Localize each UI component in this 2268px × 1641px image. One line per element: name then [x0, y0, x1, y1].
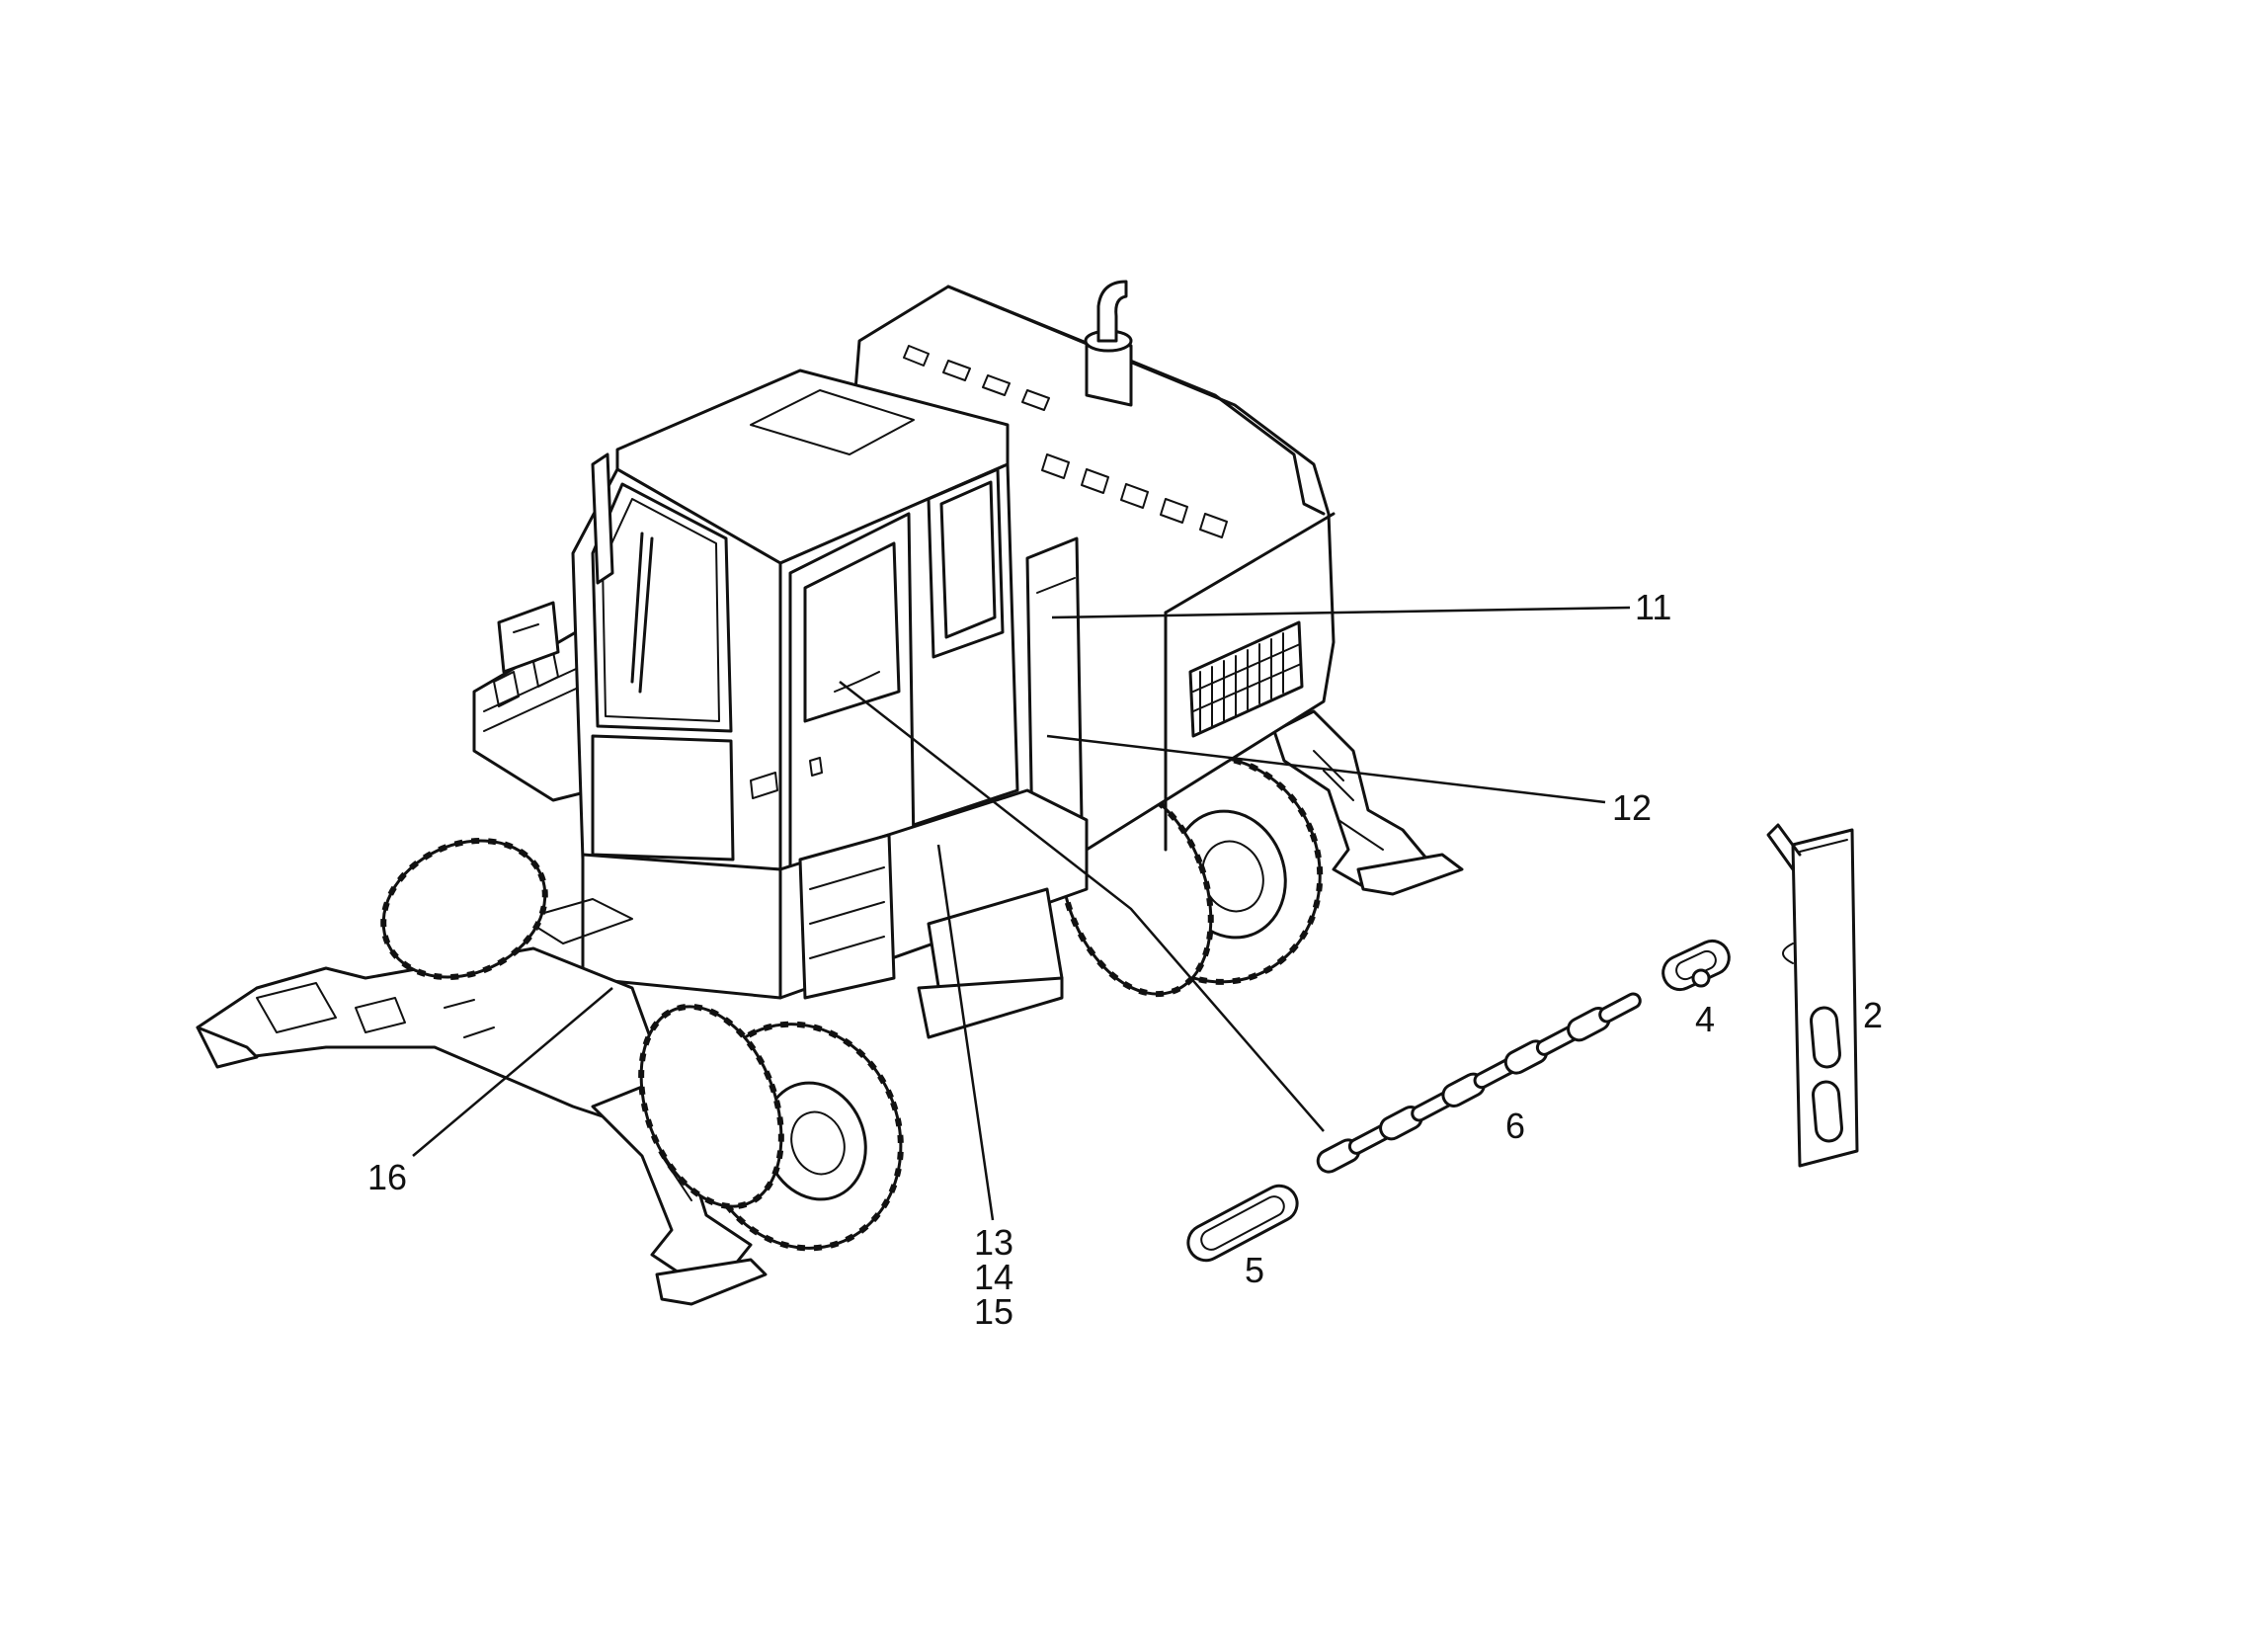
undercarriage-frame	[581, 788, 1089, 1039]
callout-16: 16	[367, 1157, 407, 1197]
callout-5: 5	[1245, 1250, 1264, 1290]
leader-11	[1051, 606, 1631, 619]
callout-11: 11	[1635, 587, 1671, 627]
part-5-hook-link	[1186, 1184, 1299, 1263]
leader-13	[936, 844, 995, 1221]
chain-link	[1598, 992, 1642, 1024]
callout-labels: 11 12 2 4 6 5 13 14 15 16	[367, 587, 1883, 1332]
part-6-chain	[1316, 992, 1642, 1174]
callout-2: 2	[1863, 995, 1883, 1035]
leader-16	[412, 987, 613, 1157]
callout-4: 4	[1695, 999, 1715, 1039]
part-2-lifting-bar	[1766, 823, 1859, 1168]
leader-12	[1046, 734, 1606, 804]
front-wheel-left	[380, 838, 548, 980]
front-outrigger	[591, 1085, 768, 1306]
callout-15: 15	[974, 1291, 1013, 1332]
leader-6	[839, 681, 1325, 1132]
callout-14: 14	[974, 1257, 1013, 1297]
operator-cab	[497, 369, 1019, 876]
leader-lines	[412, 606, 1631, 1221]
rear-outrigger	[1272, 709, 1464, 896]
part-4-shackle	[1661, 939, 1731, 992]
front-wheel-inner	[638, 1003, 784, 1210]
callout-6: 6	[1505, 1106, 1525, 1146]
callout-13: 13	[974, 1222, 1013, 1263]
callout-12: 12	[1612, 787, 1652, 828]
